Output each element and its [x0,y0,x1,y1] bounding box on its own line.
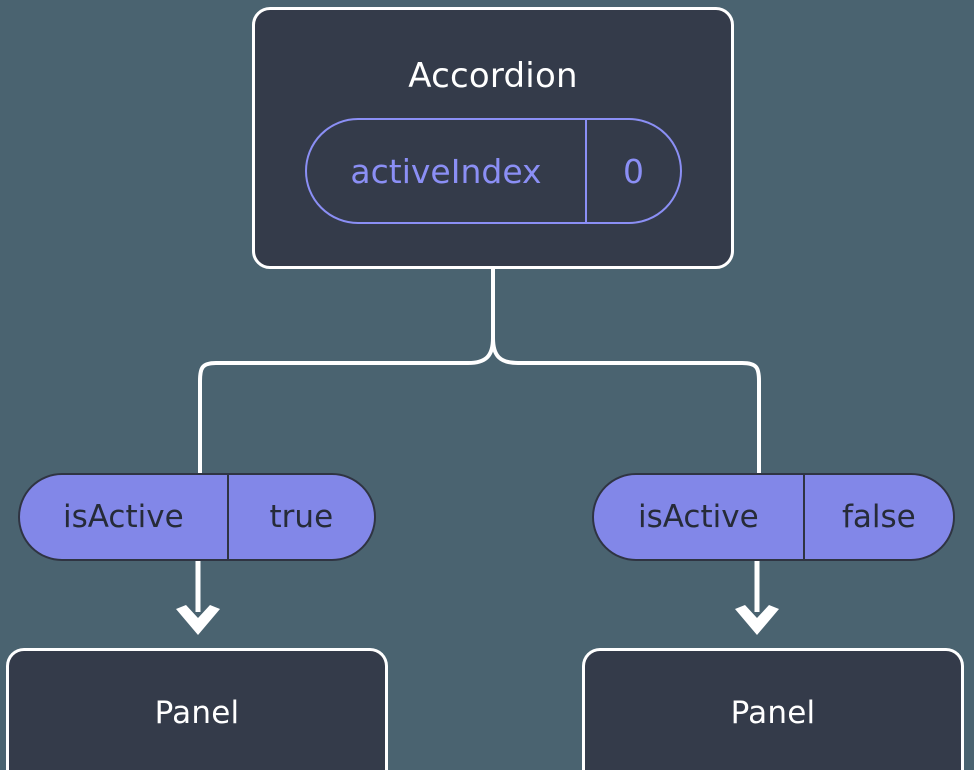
state-pill-active-index[interactable]: activeIndex 0 [305,118,682,224]
prop-pill-is-active-false-key: isActive [638,499,759,535]
panel-left-component-box[interactable]: Panel [6,648,388,770]
panel-left-title: Panel [154,695,240,731]
state-pill-active-index-key: activeIndex [350,151,542,191]
prop-pill-is-active-true[interactable]: isActive true [18,473,376,561]
panel-right-component-box[interactable]: Panel [582,648,964,770]
prop-pill-is-active-false-value: false [802,475,953,559]
prop-pill-is-active-true-value: true [226,475,374,559]
connector-fork-left [198,337,495,473]
arrow-right-head-icon [735,605,779,635]
panel-right-title: Panel [730,695,816,731]
arrow-left-head-icon [176,605,220,635]
accordion-title: Accordion [408,56,578,96]
state-pill-active-index-value: 0 [585,120,680,222]
connector-fork-right [491,337,761,473]
prop-pill-is-active-true-key: isActive [63,499,184,535]
prop-pill-is-active-false[interactable]: isActive false [592,473,955,561]
